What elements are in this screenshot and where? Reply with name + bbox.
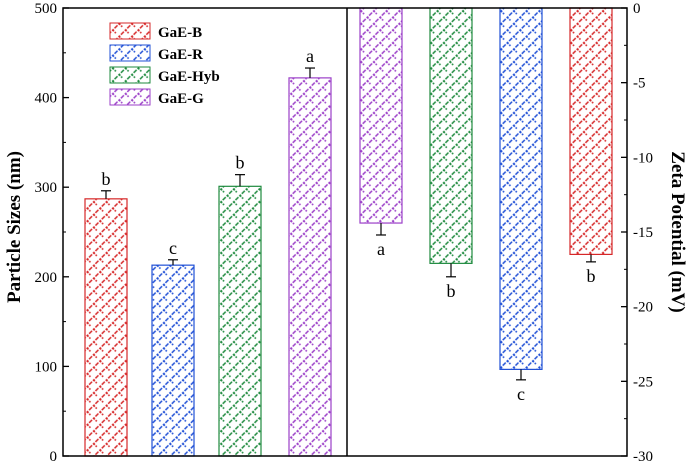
- right-bar-gae-hyb: [429, 7, 473, 264]
- right-bars: a b c b: [359, 7, 613, 404]
- left-significance-label-gae-g: a: [306, 46, 314, 66]
- left-y-axis-title: Particle Sizes (nm): [4, 151, 25, 303]
- right-significance-label-gae-hyb: b: [447, 281, 456, 301]
- legend-label-gae-b: GaE-B: [158, 25, 202, 41]
- legend-swatch-gae-b: [109, 22, 151, 40]
- left-significance-label-gae-hyb: b: [236, 153, 245, 173]
- right-tick-label: -5: [633, 76, 646, 92]
- legend-swatch-gae-r: [109, 44, 151, 62]
- legend-swatch-gae-g: [109, 88, 151, 106]
- right-bar-gae-b: [569, 7, 613, 255]
- left-y-ticks: 0 100 200 300 400 500: [35, 1, 69, 464]
- legend-label-gae-r: GaE-R: [158, 47, 203, 63]
- left-bar-gae-r: [151, 264, 195, 457]
- right-tick-label: -25: [633, 374, 653, 390]
- left-bar-gae-b: [84, 198, 128, 457]
- left-tick-label: 300: [35, 180, 58, 196]
- right-bar-gae-g: [359, 7, 403, 224]
- left-tick-label: 500: [35, 1, 58, 17]
- right-tick-label: -15: [633, 225, 653, 241]
- right-tick-label: 0: [633, 1, 641, 17]
- left-significance-label-gae-r: c: [169, 238, 177, 258]
- left-tick-label: 0: [50, 449, 58, 464]
- right-y-axis-title: Zeta Potential (mV): [667, 151, 688, 312]
- left-tick-label: 200: [35, 270, 58, 286]
- legend-swatch-gae-hyb: [109, 66, 151, 84]
- right-significance-label-gae-b: b: [587, 266, 596, 286]
- right-significance-label-gae-r: c: [517, 384, 525, 404]
- left-bar-gae-g: [288, 77, 332, 457]
- right-bar-gae-r: [499, 7, 543, 370]
- left-tick-label: 100: [35, 359, 58, 375]
- right-significance-label-gae-g: a: [377, 239, 385, 259]
- legend-label-gae-hyb: GaE-Hyb: [158, 69, 220, 85]
- left-significance-label-gae-b: b: [102, 169, 111, 189]
- left-tick-label: 400: [35, 91, 58, 107]
- left-bars: b c b a: [84, 46, 332, 457]
- legend-label-gae-g: GaE-G: [158, 91, 204, 107]
- right-tick-label: -20: [633, 300, 653, 316]
- left-bar-gae-hyb: [218, 185, 262, 457]
- right-y-ticks: 0 -5 -10 -15 -20 -25 -30: [621, 1, 653, 464]
- right-tick-label: -30: [633, 449, 653, 464]
- right-tick-label: -10: [633, 150, 653, 166]
